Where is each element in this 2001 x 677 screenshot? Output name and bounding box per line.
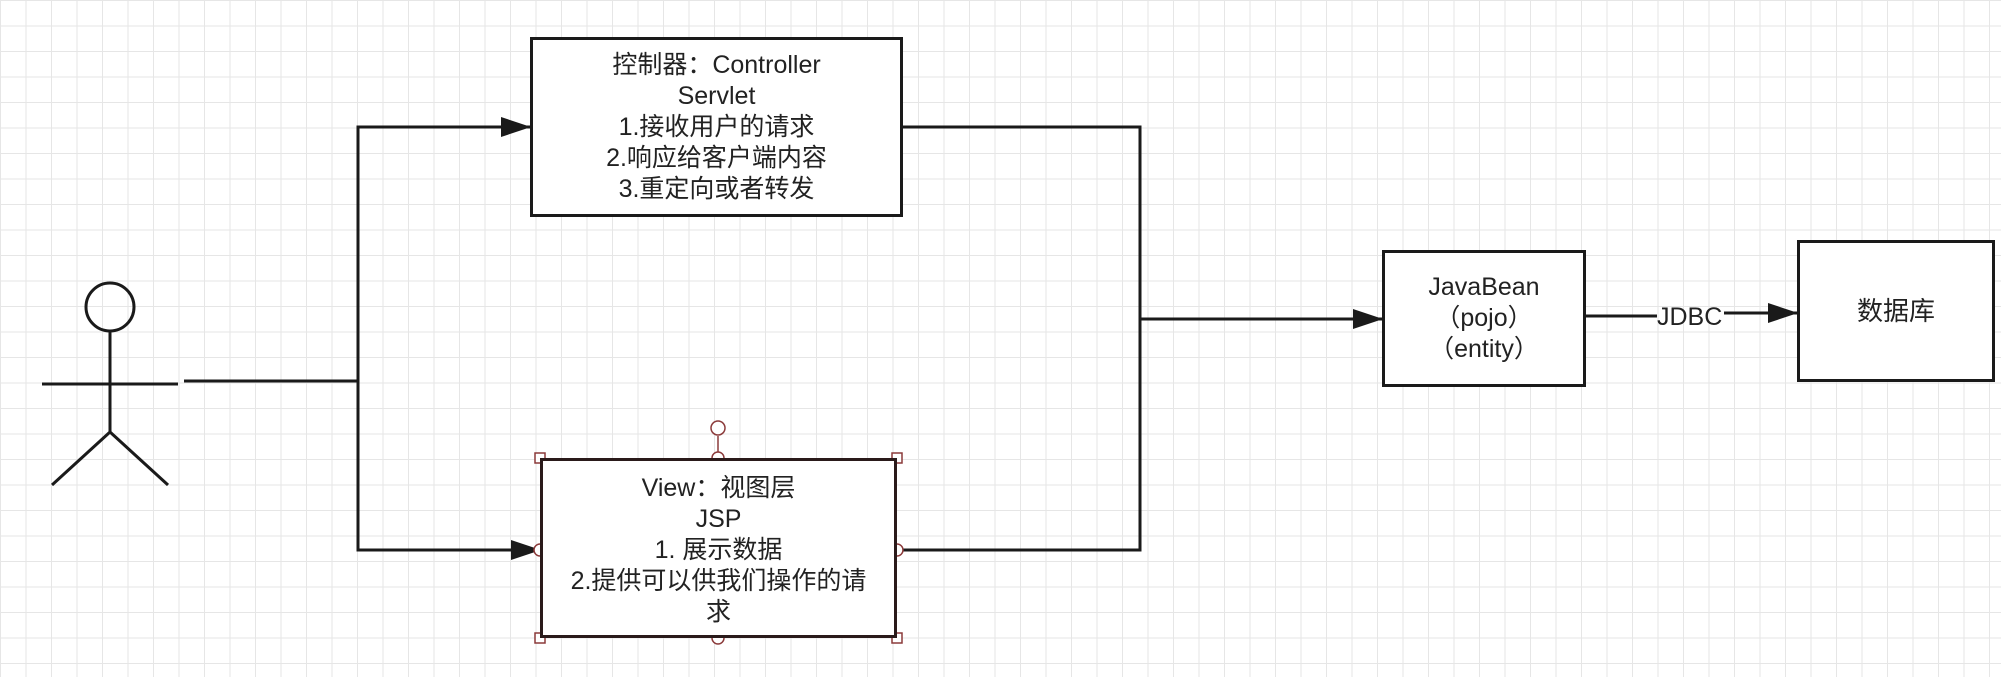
database-box[interactable]: 数据库: [1797, 240, 1995, 382]
javabean-alias-entity: （entity）: [1429, 335, 1539, 363]
view-box[interactable]: View：视图层 JSP 1. 展示数据 2.提供可以供我们操作的请 求: [540, 458, 897, 638]
controller-subtitle: Servlet: [677, 81, 756, 110]
user-actor-icon: [42, 281, 178, 487]
javabean-title: JavaBean: [1428, 273, 1540, 301]
view-duty-2: 2.提供可以供我们操作的请: [570, 567, 867, 595]
database-label: 数据库: [1856, 295, 1935, 326]
view-subtitle: JSP: [695, 505, 742, 533]
controller-duty-3: 3.重定向或者转发: [618, 174, 815, 203]
resize-handle-bottom-right[interactable]: [891, 632, 903, 644]
actor-left-leg: [50, 430, 112, 487]
actor-connectors: [184, 117, 541, 560]
rotate-handle[interactable]: [710, 420, 726, 436]
view-duty-1: 1. 展示数据: [654, 536, 783, 564]
actor-right-leg: [108, 430, 170, 487]
jdbc-connector: [1586, 303, 1798, 323]
view-title: View：视图层: [641, 474, 796, 502]
javabean-alias-pojo: （pojo）: [1435, 304, 1533, 332]
javabean-box[interactable]: JavaBean （pojo） （entity）: [1382, 250, 1586, 387]
connector-actor-to-view: [356, 381, 541, 560]
connector-view-to-javabean: [897, 319, 1142, 552]
controller-box[interactable]: 控制器：Controller Servlet 1.接收用户的请求 2.响应给客户…: [530, 37, 903, 217]
model-connectors: [897, 125, 1383, 552]
connector-controller-to-javabean: [903, 125, 1142, 319]
connector-actor-to-controller: [184, 117, 531, 383]
jdbc-label: JDBC: [1657, 303, 1723, 331]
controller-title: 控制器：Controller: [612, 50, 821, 79]
controller-duty-1: 1.接收用户的请求: [618, 112, 815, 141]
actor-head: [84, 281, 136, 333]
controller-duty-2: 2.响应给客户端内容: [606, 143, 827, 172]
view-duty-2-cont: 求: [705, 598, 731, 626]
